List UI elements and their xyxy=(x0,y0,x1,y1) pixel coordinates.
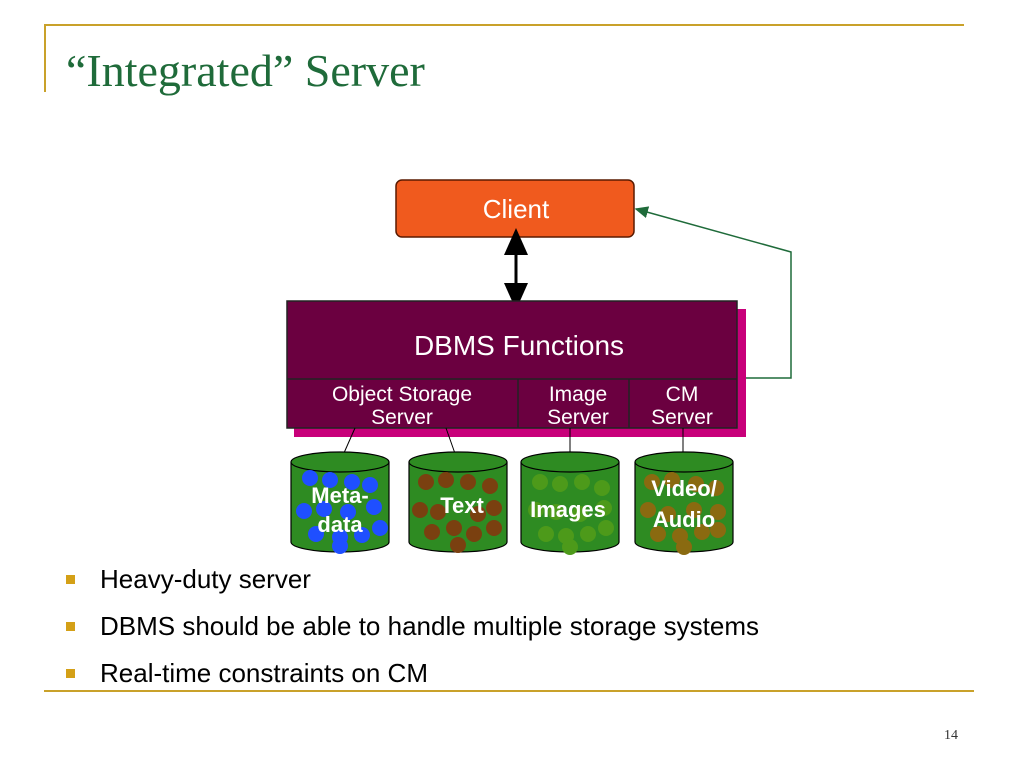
bullet-square-icon xyxy=(66,575,75,584)
metadata-label-1: Meta- xyxy=(311,483,368,508)
images-storage-label: Images xyxy=(530,497,606,522)
cm-server-label-1: CM xyxy=(666,383,699,406)
bullet-text: Real-time constraints on CM xyxy=(100,658,428,688)
object-storage-server-label-1: Object Storage xyxy=(332,383,472,406)
bullet-square-icon xyxy=(66,622,75,631)
bullet-list: Heavy-duty server DBMS should be able to… xyxy=(66,562,759,703)
frame-bottom-rule xyxy=(44,690,974,692)
bullet-item: DBMS should be able to handle multiple s… xyxy=(66,609,759,656)
images-cylinder: Images xyxy=(520,451,620,555)
client-label: Client xyxy=(483,194,550,224)
bullet-text: DBMS should be able to handle multiple s… xyxy=(100,611,760,641)
frame-top-rule xyxy=(44,24,964,26)
video-audio-label-2: Audio xyxy=(653,507,715,532)
bullet-item: Real-time constraints on CM xyxy=(66,656,759,703)
video-audio-label-1: Video/ xyxy=(651,476,717,501)
text-cylinder: Text xyxy=(408,451,508,553)
text-storage-label: Text xyxy=(440,493,484,518)
frame-left-rule xyxy=(44,24,46,92)
bullet-square-icon xyxy=(66,669,75,678)
object-storage-server-label-2: Server xyxy=(371,406,433,429)
cm-server-label-2: Server xyxy=(651,406,713,429)
dbms-block: DBMS Functions Object Storage Server Ima… xyxy=(286,300,738,429)
image-server-label-2: Server xyxy=(547,406,609,429)
video-audio-cylinder: Video/ Audio xyxy=(634,451,734,555)
page-number: 14 xyxy=(944,728,958,743)
dbms-functions-label: DBMS Functions xyxy=(414,330,624,361)
slide-title: “Integrated” Server xyxy=(66,45,425,96)
image-server-label-1: Image xyxy=(549,383,607,406)
client-node: Client xyxy=(395,179,635,238)
bullet-item: Heavy-duty server xyxy=(66,562,759,609)
metadata-cylinder: Meta- data xyxy=(290,451,390,554)
metadata-label-2: data xyxy=(317,512,363,537)
bullet-text: Heavy-duty server xyxy=(100,564,311,594)
cm-to-client-arrow xyxy=(634,206,792,379)
